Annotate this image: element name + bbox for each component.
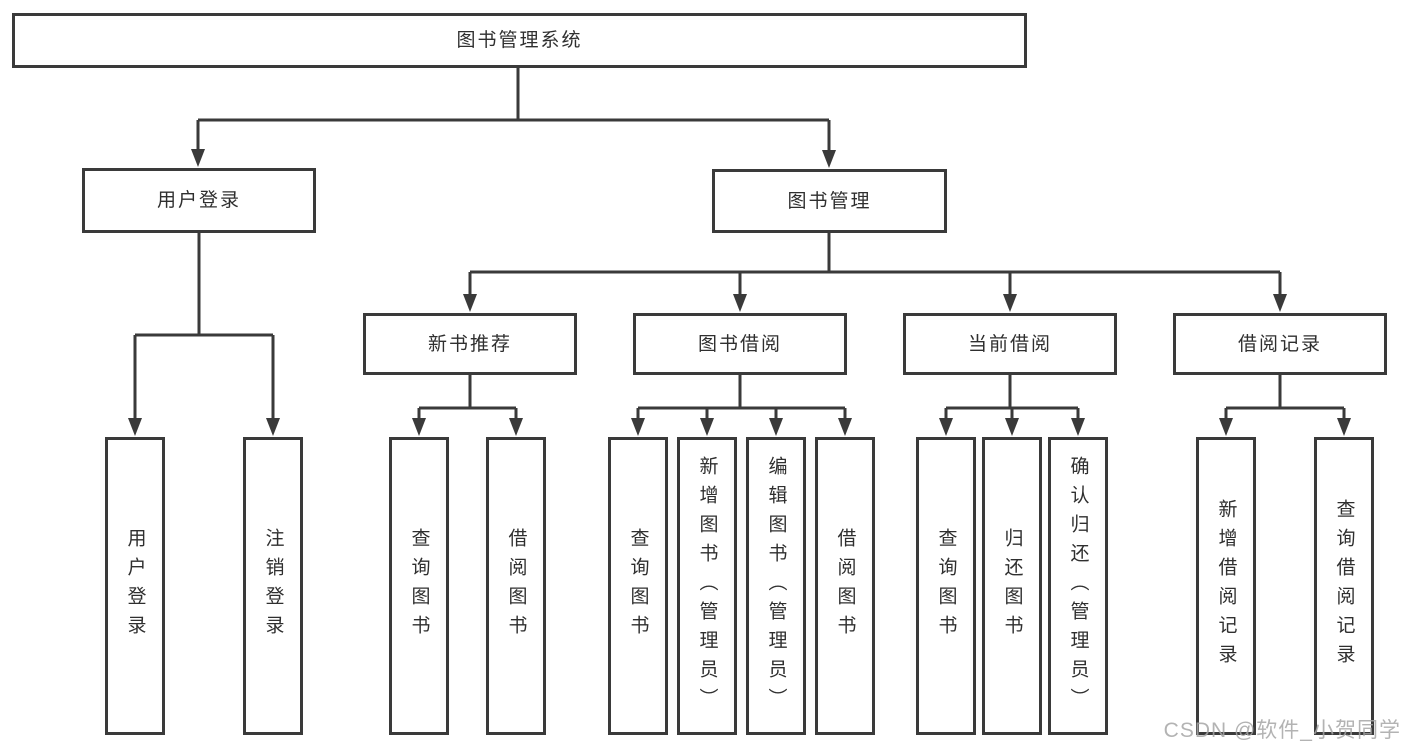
node-return-books: 归还图书 — [982, 437, 1042, 735]
node-book-management: 图书管理 — [712, 169, 947, 233]
connector-book-management-children — [463, 233, 1287, 312]
node-query-borrow-record: 查询借阅记录 — [1314, 437, 1374, 735]
node-borrow-records: 借阅记录 — [1173, 313, 1387, 375]
node-library-system: 图书管理系统 — [12, 13, 1027, 68]
node-borrow-books-recommend: 借阅图书 — [486, 437, 546, 735]
connector-borrow-records-children — [1219, 375, 1351, 436]
node-borrow-books-action: 借阅图书 — [815, 437, 875, 735]
node-query-books-recommend: 查询图书 — [389, 437, 449, 735]
node-user-login: 用户登录 — [82, 168, 316, 233]
node-edit-books-admin: 编辑图书（管理员） — [746, 437, 806, 735]
node-add-borrow-record: 新增借阅记录 — [1196, 437, 1256, 735]
watermark: CSDN @软件_小贺同学 — [1163, 719, 1401, 742]
connector-user-login-children — [128, 233, 280, 436]
node-confirm-return-admin: 确认归还（管理员） — [1048, 437, 1108, 735]
node-new-book-recommend: 新书推荐 — [363, 313, 577, 375]
node-logout-action: 注销登录 — [243, 437, 303, 735]
connector-current-borrow-children — [939, 375, 1085, 436]
node-add-books-admin: 新增图书（管理员） — [677, 437, 737, 735]
connector-book-borrow-children — [631, 375, 852, 436]
node-user-login-action: 用户登录 — [105, 437, 165, 735]
node-book-borrow: 图书借阅 — [633, 313, 847, 375]
connector-root-to-level2 — [191, 67, 836, 168]
node-current-borrow: 当前借阅 — [903, 313, 1117, 375]
node-query-books-borrow: 查询图书 — [608, 437, 668, 735]
connector-new-book-children — [412, 375, 523, 436]
node-query-books-current: 查询图书 — [916, 437, 976, 735]
